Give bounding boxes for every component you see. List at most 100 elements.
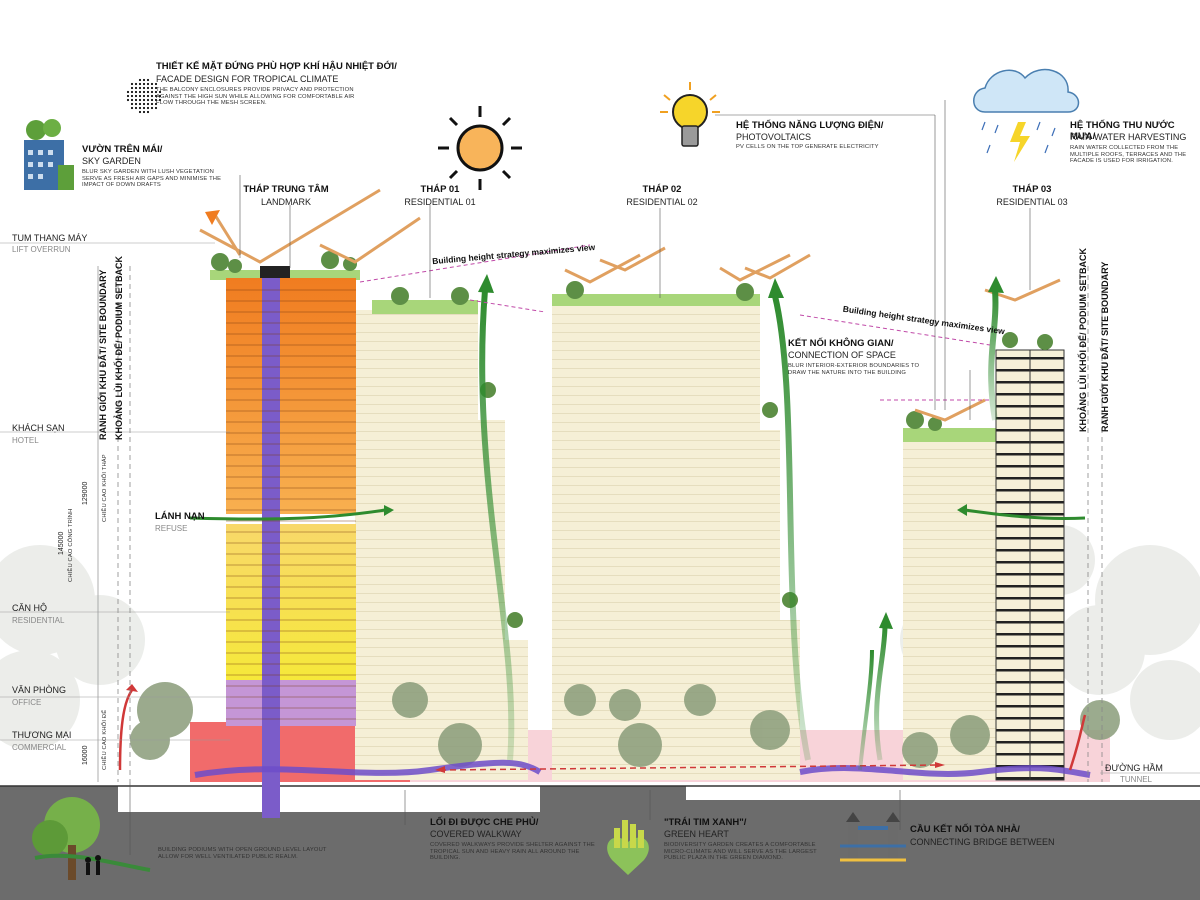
mesh-dot bbox=[142, 90, 146, 94]
mesh-dot bbox=[146, 106, 150, 110]
view-arrows bbox=[359, 244, 991, 401]
mesh-dot bbox=[126, 90, 130, 94]
rooftop-trees bbox=[211, 251, 1053, 628]
mesh-dot bbox=[142, 98, 146, 102]
mesh-dot bbox=[138, 110, 142, 114]
level-lift-vi: TUM THANG MÁY bbox=[12, 233, 88, 243]
mesh-dot bbox=[130, 86, 134, 90]
boundary-lines bbox=[117, 266, 1103, 782]
mesh-dot bbox=[138, 90, 142, 94]
level-tunnel-en: TUNNEL bbox=[1120, 775, 1153, 784]
bridge-subtitle: CONNECTING BRIDGE BETWEEN bbox=[910, 837, 1055, 847]
mesh-dot bbox=[146, 78, 150, 82]
mesh-dot bbox=[158, 98, 162, 102]
mesh-dot bbox=[146, 94, 150, 98]
sun-icon bbox=[438, 106, 522, 190]
dim-podium-value: 16000 bbox=[82, 745, 89, 765]
tree-people-icon bbox=[32, 797, 151, 880]
level-office-en: OFFICE bbox=[12, 698, 42, 707]
mesh-dot bbox=[138, 106, 142, 110]
mesh-dot bbox=[154, 106, 158, 110]
mesh-dot bbox=[154, 82, 158, 86]
tower-02-subtitle: RESIDENTIAL 02 bbox=[626, 197, 698, 207]
mesh-dot bbox=[154, 90, 158, 94]
rain-desc: RAIN WATER COLLECTED FROM THE MULTIPLE R… bbox=[1070, 145, 1187, 165]
level-refuge-vi: LÁNH NẠN bbox=[155, 511, 205, 522]
landmark-arrow bbox=[205, 210, 220, 225]
wind-arrows bbox=[189, 289, 1086, 771]
level-lift-en: LIFT OVERRUN bbox=[12, 245, 71, 254]
mesh-dot bbox=[142, 106, 146, 110]
tower-02-title: THÁP 02 bbox=[642, 184, 682, 195]
mesh-dot bbox=[146, 98, 150, 102]
podium-setback-left: KHOẢNG LÙI KHỐI ĐẾ/ PODIUM SETBACK bbox=[114, 255, 124, 440]
level-residential-en: RESIDENTIAL bbox=[12, 616, 65, 625]
photovoltaics-title: HỆ THỐNG NĂNG LƯỢNG ĐIỆN/ bbox=[736, 120, 884, 131]
mesh-dot bbox=[150, 86, 154, 90]
facade-desc: THE BALCONY ENCLOSURES PROVIDE PRIVACY A… bbox=[156, 87, 355, 107]
mesh-dot bbox=[134, 98, 138, 102]
photovoltaics-desc: PV CELLS ON THE TOP GENERATE ELECTRICITY bbox=[736, 144, 879, 150]
tower-landmark bbox=[210, 266, 360, 818]
mesh-dot bbox=[134, 82, 138, 86]
mesh-dot bbox=[142, 86, 146, 90]
mesh-dot bbox=[142, 82, 146, 86]
mesh-dot bbox=[154, 86, 158, 90]
pv-panels bbox=[199, 188, 1061, 422]
mesh-dot bbox=[126, 94, 130, 98]
mesh-dot bbox=[142, 94, 146, 98]
mesh-dot bbox=[150, 82, 154, 86]
basement bbox=[118, 786, 540, 812]
mesh-dot bbox=[150, 94, 154, 98]
mesh-dot bbox=[130, 94, 134, 98]
mesh-dot bbox=[130, 90, 134, 94]
mesh-dot bbox=[134, 86, 138, 90]
facade-subtitle: FACADE DESIGN FOR TROPICAL CLIMATE bbox=[156, 74, 339, 84]
dim-total-value: 145000 bbox=[58, 531, 65, 555]
mesh-dot bbox=[146, 82, 150, 86]
podium-desc: BUILDING PODIUMS WITH OPEN GROUND LEVEL … bbox=[158, 847, 327, 860]
bridge-title: CẦU KẾT NỐI TÒA NHÀ/ bbox=[910, 824, 1020, 835]
mesh-dot bbox=[138, 86, 142, 90]
mesh-dot bbox=[134, 94, 138, 98]
mesh-dot bbox=[130, 102, 134, 106]
dim-podium-label: CHIỀU CAO KHỐI ĐẾ bbox=[102, 709, 108, 770]
mesh-dot bbox=[142, 110, 146, 114]
light-bulb-icon bbox=[660, 82, 720, 147]
tower-residential-03-low bbox=[903, 440, 1000, 780]
mesh-dot bbox=[142, 78, 146, 82]
level-office-vi: VĂN PHÒNG bbox=[12, 685, 67, 695]
ventilation-flow bbox=[194, 759, 542, 778]
green-heart-title: "TRÁI TIM XANH"/ bbox=[664, 817, 747, 828]
mesh-dot bbox=[142, 102, 146, 106]
green-heart-desc: BIODIVERSITY GARDEN CREATES A COMFORTABL… bbox=[664, 842, 817, 862]
sky-garden-subtitle: SKY GARDEN bbox=[82, 156, 141, 166]
landmark-subtitle: LANDMARK bbox=[260, 197, 311, 207]
facade-title: THIẾT KẾ MẶT ĐỨNG PHÙ HỢP KHÍ HẬU NHIỆT … bbox=[156, 61, 397, 72]
connection-title: KẾT NỐI KHÔNG GIAN/ bbox=[788, 338, 894, 349]
level-commercial-en: COMMERCIAL bbox=[12, 743, 67, 752]
mesh-dot bbox=[138, 102, 142, 106]
facade-mesh-icon bbox=[126, 78, 162, 114]
rain-cloud-icon bbox=[973, 68, 1080, 162]
mesh-dot bbox=[158, 90, 162, 94]
ground-trees bbox=[130, 682, 1120, 768]
level-refuge-en: REFUSE bbox=[155, 524, 188, 533]
connection-desc: BLUR INTERIOR-EXTERIOR BOUNDARIES TO DRA… bbox=[788, 363, 920, 376]
site-boundary-left: RANH GIỚI KHU ĐẤT/ SITE BOUNDARY bbox=[98, 269, 108, 440]
level-tunnel-vi: ĐƯỜNG HẦM bbox=[1105, 763, 1163, 773]
mesh-dot bbox=[154, 98, 158, 102]
mesh-dot bbox=[138, 98, 142, 102]
mesh-dot bbox=[146, 86, 150, 90]
photovoltaics-subtitle: PHOTOVOLTAICS bbox=[736, 132, 812, 142]
walkway-subtitle: COVERED WALKWAY bbox=[430, 829, 522, 839]
sky-garden-icon bbox=[24, 119, 74, 190]
mesh-dot bbox=[150, 90, 154, 94]
sky-garden-desc: BLUR SKY GARDEN WITH LUSH VEGETATION SER… bbox=[82, 169, 222, 189]
basement-right bbox=[686, 786, 1200, 800]
tower-residential-02 bbox=[552, 302, 800, 780]
mesh-dot bbox=[138, 78, 142, 82]
walkway-desc: COVERED WALKWAYS PROVIDE SHELTER AGAINST… bbox=[430, 842, 595, 862]
mesh-dot bbox=[130, 82, 134, 86]
